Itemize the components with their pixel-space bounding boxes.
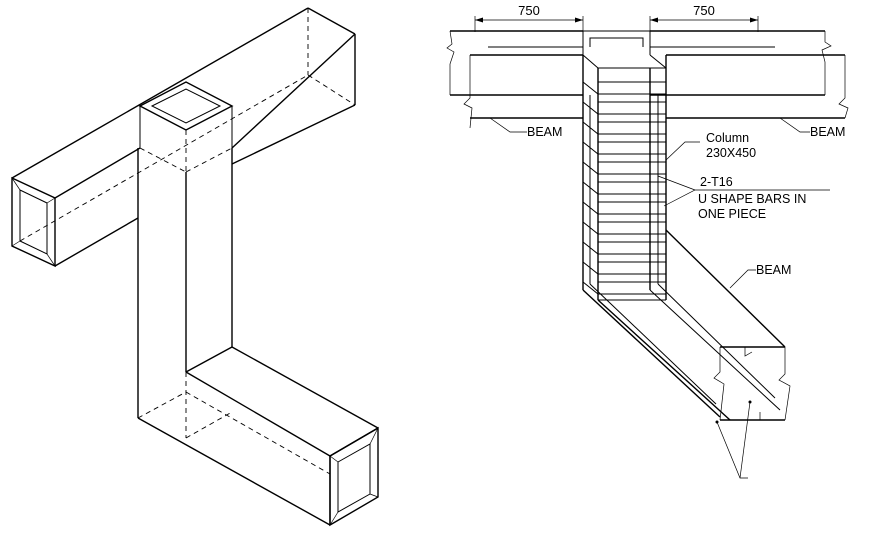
beam-label-lower: BEAM bbox=[756, 263, 791, 277]
bars-count-label: 2-T16 bbox=[700, 175, 733, 189]
stirrup bbox=[582, 181, 666, 195]
stirrup bbox=[582, 121, 666, 135]
junction-top-opening bbox=[138, 81, 234, 173]
stirrup bbox=[582, 261, 666, 275]
column-label: Column bbox=[706, 131, 749, 145]
stirrup bbox=[582, 141, 666, 155]
beam-label-left: BEAM bbox=[527, 125, 562, 139]
top-beam bbox=[446, 30, 849, 129]
stirrup bbox=[582, 81, 666, 95]
column-body bbox=[582, 54, 667, 301]
lower-beam-end-face bbox=[329, 426, 379, 527]
dimension-right-value: 750 bbox=[693, 3, 715, 18]
lower-beam bbox=[137, 346, 379, 526]
upper-beam bbox=[11, 7, 356, 267]
stirrup bbox=[582, 281, 666, 295]
stirrup bbox=[582, 101, 666, 115]
stirrup bbox=[582, 161, 666, 175]
upper-beam-end-face bbox=[11, 176, 56, 268]
bars-piece-label: ONE PIECE bbox=[698, 207, 766, 221]
reinforcement-detail: 750 750 bbox=[446, 3, 849, 479]
isometric-frame bbox=[11, 7, 379, 527]
dimension-left bbox=[474, 16, 584, 32]
lower-beam-detail bbox=[582, 229, 791, 424]
stirrup bbox=[582, 221, 666, 235]
dimension-left-value: 750 bbox=[518, 3, 540, 18]
dimension-right bbox=[649, 16, 759, 32]
bars-shape-label: U SHAPE BARS IN bbox=[698, 192, 806, 206]
leader-lines bbox=[489, 117, 830, 479]
column-size-label: 230X450 bbox=[706, 146, 756, 160]
column bbox=[137, 130, 233, 418]
stirrups bbox=[582, 81, 666, 295]
stirrup bbox=[582, 241, 666, 255]
beam-label-right: BEAM bbox=[810, 125, 845, 139]
stirrup bbox=[582, 201, 666, 215]
